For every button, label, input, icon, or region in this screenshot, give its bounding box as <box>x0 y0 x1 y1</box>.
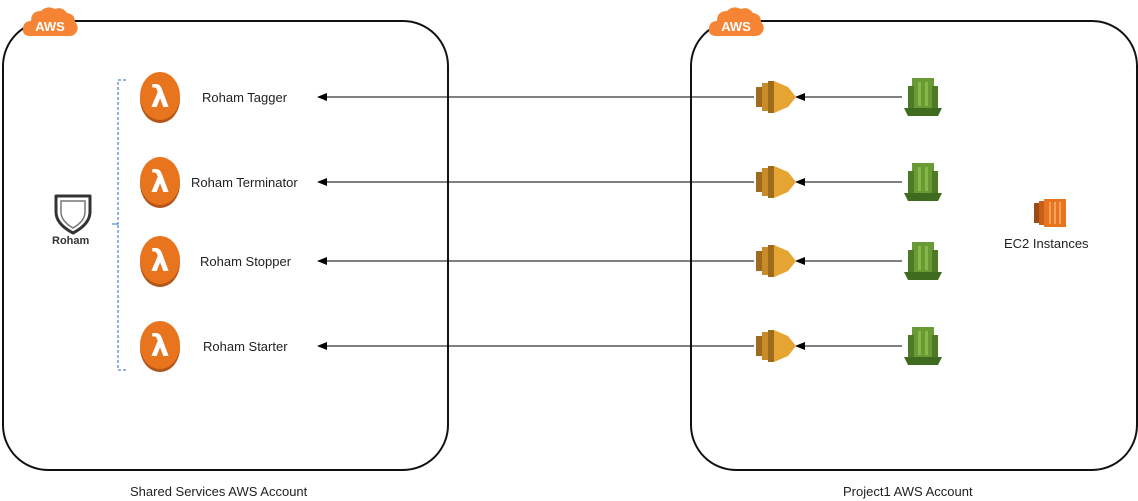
svg-text:λ: λ <box>151 329 170 364</box>
lambda-icon: λ <box>140 236 180 287</box>
aws-badge-text-shared: AWS <box>35 19 65 34</box>
aws-cloud-badge-project: AWS <box>708 7 764 36</box>
roham-label: Roham <box>52 235 90 247</box>
lambda-icon: λ <box>140 72 180 123</box>
cloudwatch-events-icon <box>756 330 796 362</box>
cloudwatch-icon <box>904 163 942 201</box>
aws-badge-text-project: AWS <box>721 19 751 34</box>
function-label-stopper: Roham Stopper <box>200 254 292 269</box>
svg-text:λ: λ <box>151 165 170 200</box>
svg-text:λ: λ <box>151 244 170 279</box>
shared-services-account-box <box>2 20 449 471</box>
cloudwatch-icon <box>904 242 942 280</box>
cloudwatch-events-icon <box>756 81 796 113</box>
lambda-icon: λ <box>140 157 180 208</box>
function-label-terminator: Roham Terminator <box>191 175 298 190</box>
roham-shield-icon <box>54 194 92 235</box>
svg-text:λ: λ <box>151 80 170 115</box>
cloudwatch-events-icon <box>756 166 796 198</box>
project1-caption: Project1 AWS Account <box>843 484 973 499</box>
function-label-tagger: Roham Tagger <box>202 90 288 105</box>
project1-account-box <box>690 20 1138 471</box>
shared-services-caption: Shared Services AWS Account <box>130 484 308 499</box>
grouping-brace <box>112 79 126 371</box>
function-label-starter: Roham Starter <box>203 339 288 354</box>
cloudwatch-icon <box>904 78 942 116</box>
cloudwatch-icon <box>904 327 942 365</box>
aws-cloud-badge-shared: AWS <box>22 7 78 36</box>
ec2-instances-label: EC2 Instances <box>1004 236 1089 251</box>
lambda-icon: λ <box>140 321 180 372</box>
cloudwatch-events-icon <box>756 245 796 277</box>
ec2-instances-icon <box>1034 199 1066 227</box>
